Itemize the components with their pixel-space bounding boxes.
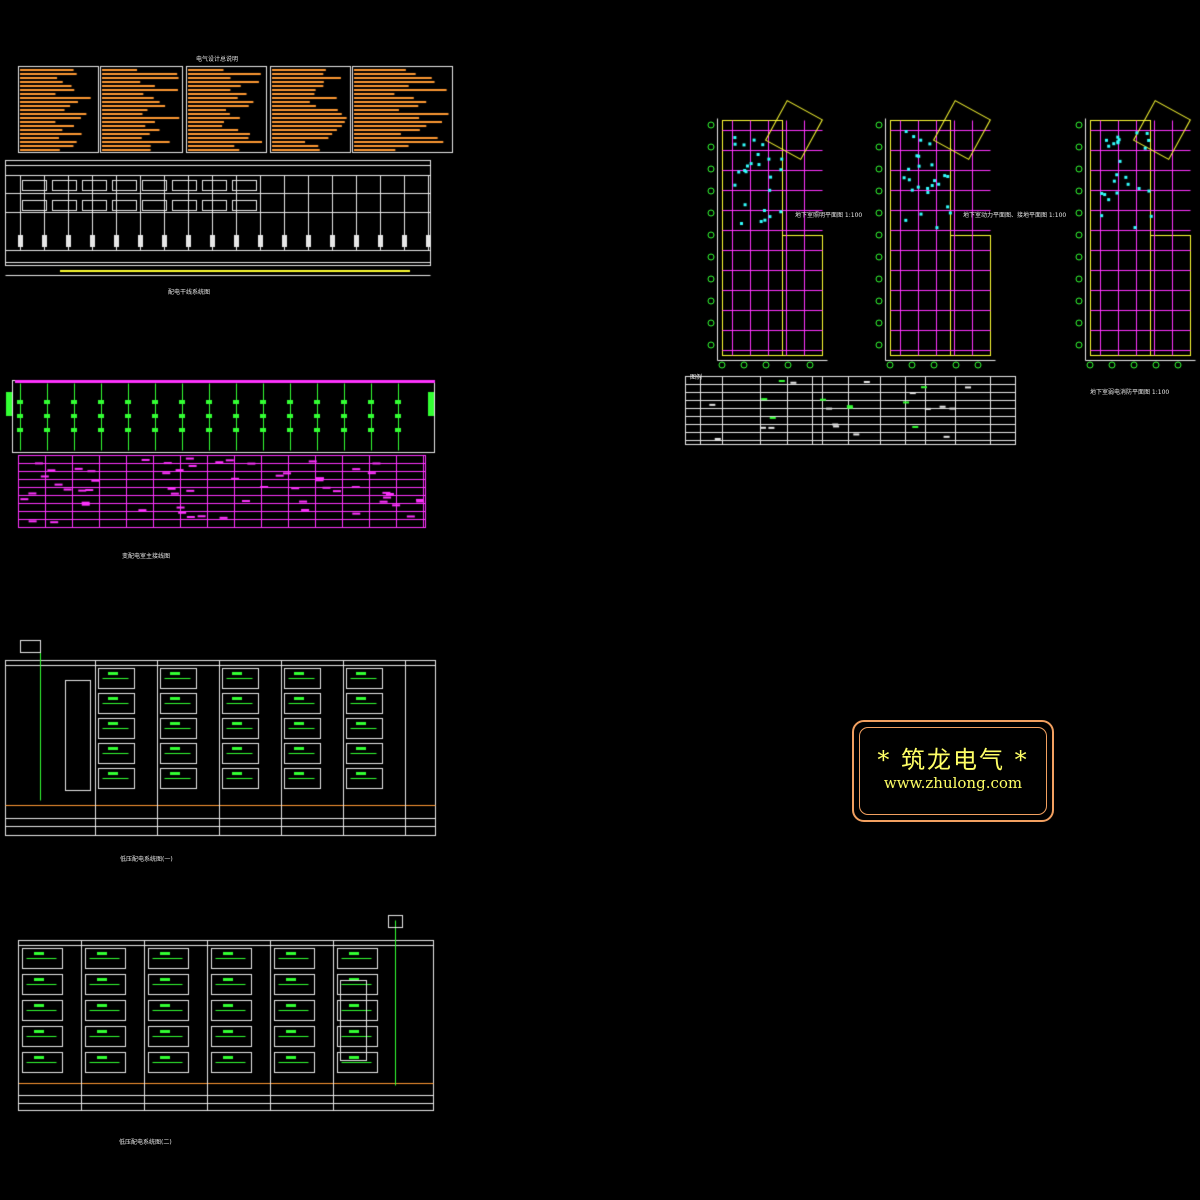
legend-table-title: 图例 xyxy=(690,374,703,381)
floor-plan-3-title: 地下室弱电消防平面图 1:100 xyxy=(1090,389,1170,396)
zhulong-watermark-stamp: * 筑龙电气 * www.zhulong.com xyxy=(852,720,1054,822)
stamp-inner-border xyxy=(859,727,1047,815)
design-notes-title: 电气设计总说明 xyxy=(196,56,239,63)
stamp-title: * 筑龙电气 * xyxy=(877,746,1029,774)
stamp-url: www.zhulong.com xyxy=(883,774,1023,792)
panel-system-2-title: 低压配电系统图(二) xyxy=(119,1139,172,1146)
mcc-schematic-title: 变配电室主接线图 xyxy=(122,553,171,560)
floor-plan-2-title: 地下室动力平面图、接地平面图 1:100 xyxy=(963,212,1067,219)
panel-system-1-title: 低压配电系统图(一) xyxy=(120,856,173,863)
floor-plan-1-title: 地下室照明平面图 1:100 xyxy=(795,212,863,219)
power-system-diagram-title: 配电干线系统图 xyxy=(168,289,211,296)
